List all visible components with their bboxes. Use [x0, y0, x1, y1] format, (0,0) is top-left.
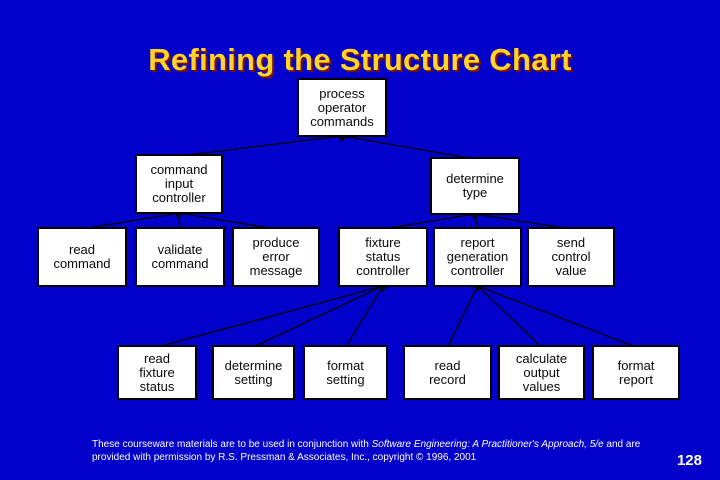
- node-label-line: read: [434, 357, 461, 373]
- connector-line: [81, 212, 180, 230]
- node-label-line: format: [327, 357, 364, 373]
- node-label-line: setting: [326, 371, 365, 387]
- node-label-line: send: [556, 235, 586, 250]
- connector-line: [446, 285, 479, 348]
- node-label-line: report: [460, 235, 495, 250]
- node-label-line: commands: [310, 113, 374, 129]
- node-label-line: controller: [356, 263, 410, 278]
- node-label-line: values: [522, 378, 561, 394]
- connector-line: [178, 135, 343, 157]
- node-label-line: type: [462, 185, 488, 200]
- node-label-line: format: [617, 357, 655, 373]
- footer-line1-prefix: These courseware materials are to be use…: [92, 439, 372, 450]
- connector-line: [178, 212, 277, 230]
- node-label-line: operator: [317, 99, 367, 115]
- node-label-line: read: [143, 350, 171, 366]
- node-label-line: validate: [157, 242, 203, 257]
- footer-copyright-note: These courseware materials are to be use…: [92, 439, 672, 464]
- node-label-line: status: [139, 378, 175, 394]
- connector-line: [382, 213, 476, 230]
- node-label-line: command: [151, 256, 209, 271]
- connector-line: [474, 213, 572, 230]
- node-label-line: setting: [234, 371, 273, 387]
- footer-line1-suffix: and are: [603, 439, 641, 450]
- footer-line2: provided with permission by R.S. Pressma…: [92, 451, 477, 463]
- page-number: 128: [676, 452, 702, 469]
- node-label-line: process: [319, 85, 365, 101]
- connector-line: [253, 285, 384, 348]
- node-label-line: error: [262, 249, 290, 264]
- node-label-line: record: [429, 371, 466, 387]
- node-label-line: report: [619, 371, 653, 387]
- node-label-line: produce: [252, 235, 300, 250]
- node-label-line: command: [150, 162, 208, 177]
- node-label-line: control: [551, 249, 591, 264]
- node-label-line: controller: [152, 190, 206, 205]
- node-label-line: message: [249, 263, 303, 278]
- connector-line: [156, 285, 384, 348]
- node-label-line: determine: [446, 171, 504, 186]
- node-label-line: value: [555, 263, 587, 278]
- node-label-line: command: [53, 256, 111, 271]
- node-label-line: status: [365, 249, 401, 264]
- node-label-line: determine: [224, 357, 283, 373]
- connector-line: [344, 285, 384, 348]
- node-label-line: input: [164, 176, 194, 191]
- slide-title: Refining the Structure Chart: [148, 42, 572, 77]
- connector-line: [477, 285, 637, 348]
- footer-book-title: Software Engineering: A Practitioner's A…: [371, 439, 604, 450]
- node-label-line: generation: [446, 249, 509, 264]
- connector-line: [341, 135, 476, 160]
- node-label-line: output: [523, 364, 560, 380]
- node-label-line: fixture: [365, 235, 401, 250]
- node-label-line: calculate: [515, 350, 568, 366]
- connector-line: [476, 285, 543, 348]
- node-label-line: controller: [450, 263, 505, 278]
- node-label-line: fixture: [139, 364, 175, 380]
- node-label-line: read: [68, 242, 96, 257]
